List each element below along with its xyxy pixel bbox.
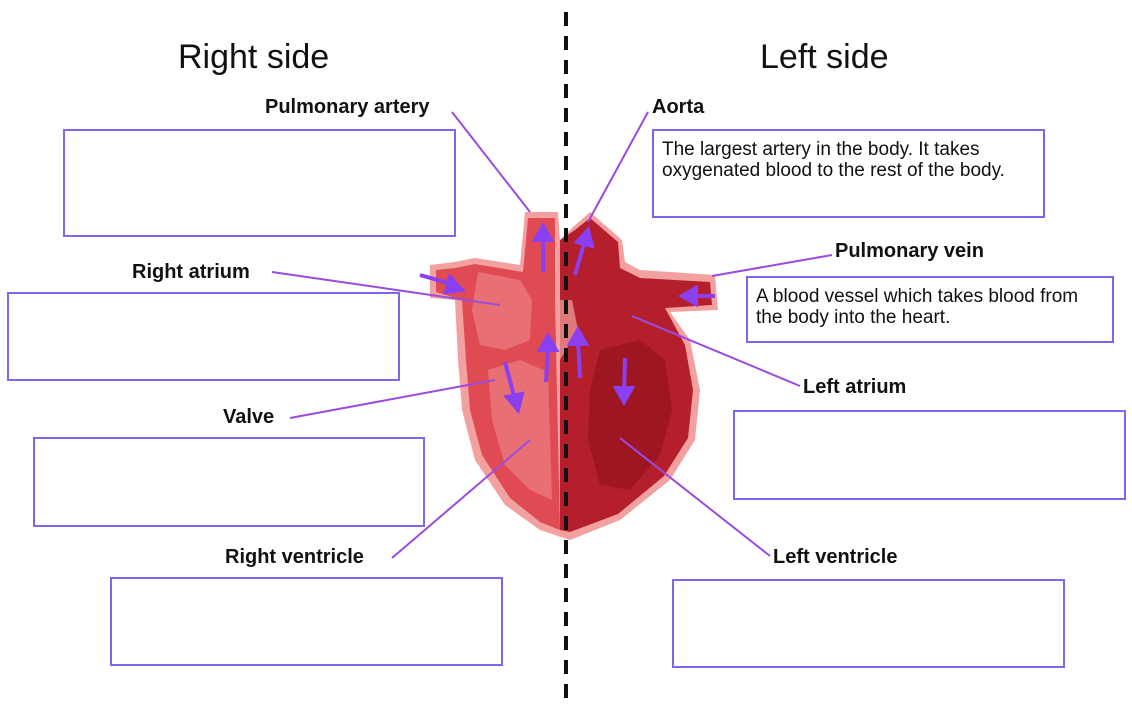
- answer-text-right-atrium: [9, 294, 398, 306]
- answer-text-aorta: The largest artery in the body. It takes…: [662, 139, 1005, 181]
- left-side-title: Left side: [760, 38, 889, 76]
- answer-text-right-ventricle: [112, 579, 501, 591]
- label-right-ventricle: Right ventricle: [225, 546, 364, 568]
- label-pulmonary-artery: Pulmonary artery: [265, 96, 430, 118]
- answer-box-left-atrium[interactable]: [733, 410, 1126, 500]
- leader-lines: [271, 111, 833, 559]
- answer-box-left-ventricle[interactable]: [672, 579, 1065, 668]
- answer-text-pulmonary-artery: [65, 131, 454, 143]
- right-atrium-chamber: [472, 272, 532, 350]
- label-valve: Valve: [223, 406, 275, 428]
- answer-box-valve[interactable]: [33, 437, 425, 527]
- label-left-atrium: Left atrium: [803, 376, 907, 398]
- answer-text-valve: [35, 439, 423, 451]
- label-pulmonary-vein: Pulmonary vein: [835, 240, 984, 262]
- answer-box-aorta[interactable]: The largest artery in the body. It takes…: [652, 129, 1045, 218]
- answer-box-right-atrium[interactable]: [7, 292, 400, 381]
- right-side-title: Right side: [178, 38, 330, 76]
- label-left-ventricle: Left ventricle: [773, 546, 898, 568]
- answer-box-right-ventricle[interactable]: [110, 577, 503, 666]
- right-ventricle-chamber: [488, 360, 552, 500]
- label-right-atrium: Right atrium: [132, 261, 250, 283]
- answer-box-pulmonary-vein[interactable]: A blood vessel which takes blood from th…: [746, 276, 1114, 343]
- label-aorta: Aorta: [652, 96, 705, 118]
- answer-box-pulmonary-artery[interactable]: [63, 129, 456, 237]
- blood-flow-arrows: [419, 221, 715, 415]
- answer-text-pulmonary-vein: A blood vessel which takes blood from th…: [756, 286, 1079, 328]
- answer-text-left-atrium: [735, 412, 1124, 424]
- left-ventricle-chamber: [588, 340, 672, 490]
- answer-text-left-ventricle: [674, 581, 1063, 593]
